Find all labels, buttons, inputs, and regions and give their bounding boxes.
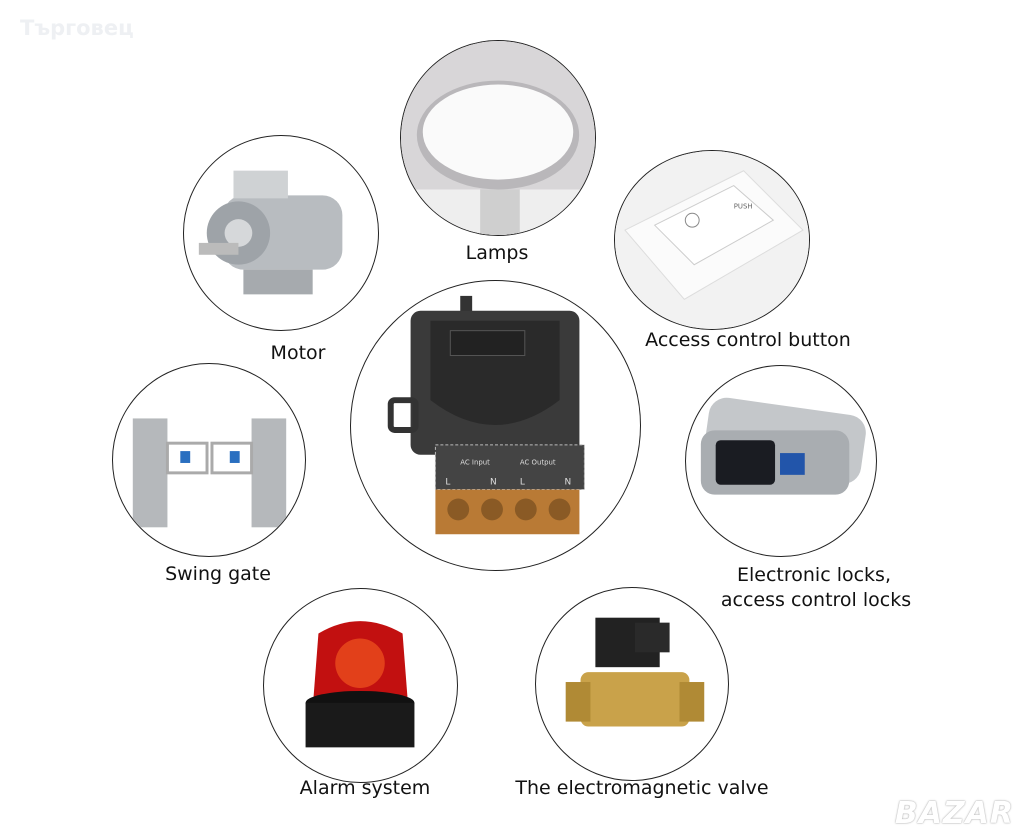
watermark: Търговец — [20, 16, 134, 40]
electronic-locks-label-line1: Electronic locks, — [737, 564, 891, 586]
terminal-n: N — [490, 478, 497, 488]
terminal-l: L — [520, 478, 525, 488]
valve-label: The electromagnetic valve — [515, 777, 769, 799]
swing-gate-label: Swing gate — [165, 563, 271, 585]
ac-output-text: AC Output — [520, 459, 556, 467]
lamps-image — [400, 40, 596, 236]
terminal-l: L — [445, 478, 450, 488]
terminal-n: N — [565, 478, 572, 488]
electromagnetic-valve-image — [535, 587, 729, 781]
lamps-label: Lamps — [465, 242, 529, 264]
electronic-lock-image — [685, 365, 877, 557]
swing-gate-image — [112, 363, 306, 557]
motor-image — [183, 135, 379, 331]
electronic-locks-label-line2: access control locks — [720, 589, 912, 611]
access-button-image: PUSH — [614, 150, 810, 330]
push-text: PUSH — [734, 202, 753, 210]
motor-label: Motor — [270, 342, 326, 364]
alarm-light-image — [263, 588, 458, 783]
alarm-system-label: Alarm system — [299, 777, 431, 799]
access-button-label: Access control button — [645, 329, 851, 351]
bazar-logo: BAZAR — [894, 796, 1014, 831]
ac-input-text: AC Input — [460, 459, 490, 467]
